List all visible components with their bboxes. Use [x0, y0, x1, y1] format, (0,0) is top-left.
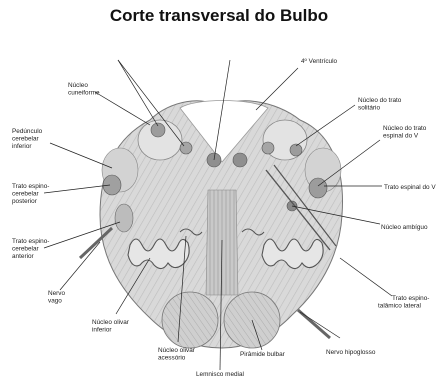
label-nucleo-ambiguo: Núcleo ambíguo — [381, 224, 428, 231]
olivary-nucleus-left — [128, 239, 189, 269]
label-trato-espinal-v: Trato espinal do V — [384, 184, 436, 191]
label-lemnisco-medial: Lemnisco medial — [196, 371, 244, 378]
label-nucleo-cuneiforme: Núcleo cuneiforme — [68, 82, 100, 97]
label-pedunculo-cerebelar-inferior: Pedúnculo cerebelar inferior — [12, 128, 44, 150]
label-nervo-vago: Nervo vago — [48, 290, 67, 305]
label-nucleo-trato-espinal-v: Núcleo do trato espinal do V — [383, 125, 428, 140]
olivary-nucleus-right — [262, 239, 323, 269]
label-nervo-hipoglosso: Nervo hipoglosso — [326, 349, 376, 356]
label-nucleo-olivar-acessorio: Núcleo olivar acessório — [158, 347, 197, 362]
label-trato-espinotalamico-lateral: Trato espino- talâmico lateral — [378, 295, 431, 310]
label-fourth-ventricle: 4º Ventrículo — [301, 58, 338, 65]
label-nucleo-trato-solitario: Núcleo do trato solitário — [358, 97, 403, 112]
label-trato-espinocerebelar-anterior: Trato espino- cerebelar anterior — [12, 238, 51, 260]
label-trato-espinocerebelar-posterior: Trato espino- cerebelar posterior — [12, 183, 51, 205]
label-nucleo-olivar-inferior: Núcleo olivar inferior — [92, 319, 131, 334]
pyramid-left — [162, 292, 218, 348]
label-piramide-bulbar: Pirâmide bulbar — [240, 351, 286, 358]
